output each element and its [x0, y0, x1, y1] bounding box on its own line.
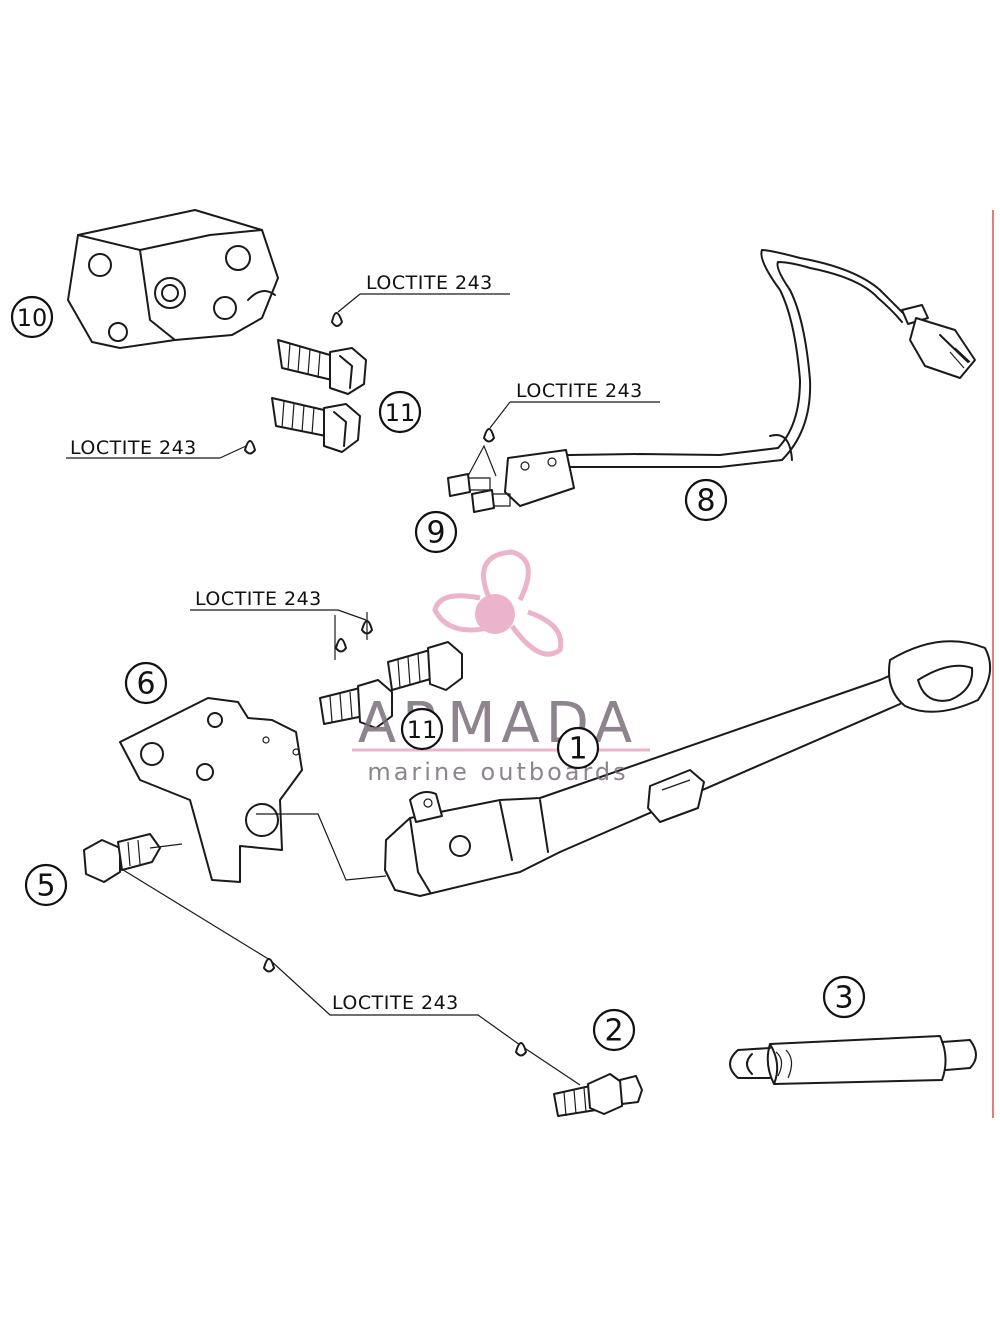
- loctite-drop-icon: [483, 428, 495, 443]
- note-loctite-243: LOCTITE 243: [366, 272, 493, 294]
- loctite-drop-icon: [335, 638, 347, 653]
- part-3-spring: [729, 1035, 977, 1085]
- note-loctite-243: LOCTITE 243: [195, 588, 322, 610]
- loctite-drop-icon: [515, 1042, 527, 1057]
- callout-9: 9: [414, 510, 458, 554]
- callout-11: 11: [378, 390, 422, 434]
- part-1-side-stand: [256, 640, 992, 897]
- part-10-bracket: [67, 209, 279, 349]
- svg-text:8: 8: [696, 484, 715, 519]
- svg-text:10: 10: [17, 304, 48, 332]
- callout-10: 10: [10, 295, 54, 339]
- callout-6: 6: [124, 661, 168, 705]
- loctite-drop-icon: [331, 312, 343, 327]
- note-leaders: [66, 293, 660, 621]
- note-loctite-243: LOCTITE 243: [516, 380, 643, 402]
- part-6-plate: [119, 697, 303, 883]
- part-2-pin-bolt: [515, 1042, 643, 1117]
- callout-3: 3: [822, 975, 866, 1019]
- propeller-icon: [432, 549, 564, 657]
- loctite-drop-icon: [263, 958, 275, 973]
- part-9-screws: [447, 428, 511, 513]
- callout-1: 1: [556, 726, 600, 770]
- callout-5: 5: [24, 863, 68, 907]
- part-11-upper-bolts: [244, 312, 367, 455]
- part-8-sensor-cable: [504, 249, 976, 507]
- note-loctite-243: LOCTITE 243: [332, 992, 459, 1014]
- svg-text:5: 5: [36, 869, 55, 904]
- part-11-middle-bolts: [319, 612, 463, 729]
- loctite-drop-icon: [244, 440, 256, 455]
- svg-text:3: 3: [834, 981, 853, 1016]
- svg-text:1: 1: [568, 732, 587, 767]
- part-5-bolt: [83, 833, 581, 1086]
- svg-text:2: 2: [604, 1014, 623, 1049]
- svg-text:11: 11: [385, 399, 416, 427]
- callout-2: 2: [592, 1008, 636, 1052]
- svg-text:9: 9: [426, 516, 445, 551]
- note-loctite-243: LOCTITE 243: [70, 437, 197, 459]
- svg-text:6: 6: [136, 667, 155, 702]
- svg-text:11: 11: [407, 716, 438, 744]
- propeller-hub: [475, 594, 515, 634]
- callout-8: 8: [684, 478, 728, 522]
- callout-11: 11: [400, 707, 444, 751]
